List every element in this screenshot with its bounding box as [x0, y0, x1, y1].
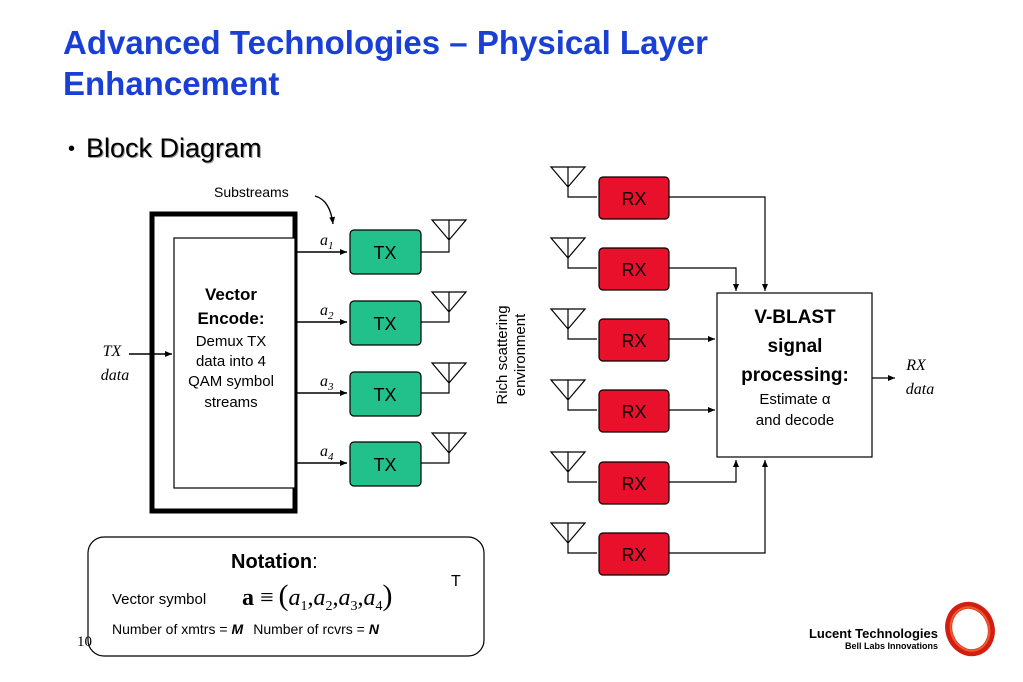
notation-vector-formula: a≡(a1,a2,a3,a4): [242, 579, 393, 614]
rx-antenna-icon-2: [549, 237, 587, 259]
alpha-label-1: a1: [320, 232, 334, 252]
slide-title-line2: Enhancement: [63, 65, 280, 102]
rx-block-2: [598, 247, 670, 291]
scattering-label: Rich scattering environment: [494, 305, 529, 404]
tx-data-label-2: data: [101, 367, 129, 384]
tx-data-label-1: TX: [103, 343, 123, 360]
rx-label-2: RX: [621, 260, 646, 280]
rx-branch-5: RX: [549, 451, 739, 505]
substreams-arrow: [314, 195, 336, 225]
encoder-title-1: Vector: [205, 285, 257, 304]
alpha-label-3: a3: [320, 373, 334, 393]
rx-branch-1: RX: [549, 166, 768, 291]
slide-title: Advanced Technologies – Physical Layer E…: [63, 22, 963, 104]
tx-branch-1: a1 TX: [295, 219, 468, 275]
vblast-box: [716, 292, 873, 458]
notation-vector-label: Vector symbol: [112, 591, 206, 608]
tx-block-3: [349, 371, 422, 417]
alpha-label-2: a2: [320, 302, 334, 322]
encoder-desc-4: streams: [204, 394, 257, 411]
tx-label-3: TX: [373, 385, 396, 405]
tx-branch-4: a4 TX: [295, 432, 468, 487]
bullet-dot-icon: •: [68, 138, 76, 161]
rx-label-5: RX: [621, 474, 646, 494]
rx-data-label-2: data: [906, 381, 934, 398]
tx-antenna-icon-4: [430, 432, 468, 454]
rx-label-6: RX: [621, 545, 646, 565]
rx-block-1: [598, 176, 670, 220]
rx-antenna-icon-3: [549, 308, 587, 330]
bullet-text: Block Diagram: [86, 133, 262, 163]
rx-block-3: [598, 318, 670, 362]
scattering-line-1: Rich scattering: [494, 305, 511, 404]
alpha-label-4: a4: [320, 443, 334, 463]
rx-branch-6: RX: [549, 460, 768, 576]
vblast-line-4: Estimate α: [759, 391, 831, 408]
encoder-title-2: Encode:: [197, 309, 264, 328]
tx-block-4: [349, 441, 422, 487]
tx-antenna-icon-3: [430, 362, 468, 384]
vblast-line-3: processing:: [741, 365, 849, 386]
substreams-label: Substreams: [214, 184, 289, 200]
tx-block-2: [349, 300, 422, 346]
notation-box: [87, 536, 485, 657]
rx-label-3: RX: [621, 331, 646, 351]
rx-data-label-1: RX: [905, 357, 927, 374]
scattering-line-2: environment: [512, 313, 529, 396]
tx-branch-3: a3 TX: [295, 362, 468, 417]
encoder-desc-2: data into 4: [196, 353, 266, 370]
tx-antenna-icon-1: [430, 219, 468, 241]
rx-block-5: [598, 461, 670, 505]
lucent-logo-icon: [945, 601, 995, 657]
page-number: 10: [77, 634, 92, 650]
tx-label-1: TX: [373, 243, 396, 263]
bullet-item: • Block Diagram: [68, 133, 262, 164]
notation-transpose: T: [451, 573, 461, 590]
rx-antenna-icon-4: [549, 379, 587, 401]
notation-heading: Notation:: [231, 551, 318, 573]
tx-label-2: TX: [373, 314, 396, 334]
rx-label-1: RX: [621, 189, 646, 209]
company-name: Lucent Technologies: [808, 626, 938, 641]
vblast-line-2: signal: [768, 336, 823, 357]
slide-title-line1: Advanced Technologies – Physical Layer: [63, 24, 708, 61]
encoder-inner-box: [173, 237, 296, 489]
vblast-line-1: V-BLAST: [754, 307, 836, 328]
rx-block-4: [598, 389, 670, 433]
rx-branch-3: RX: [549, 308, 715, 362]
encoder-desc-1: Demux TX: [196, 333, 267, 350]
encoder-desc-3: QAM symbol: [188, 373, 274, 390]
tx-label-4: TX: [373, 455, 396, 475]
rx-branch-2: RX: [549, 237, 739, 291]
rx-antenna-icon-5: [549, 451, 587, 473]
lucent-logo-text: Lucent Technologies Bell Labs Innovation…: [809, 626, 938, 651]
tx-branch-2: a2 TX: [295, 291, 468, 346]
rx-label-4: RX: [621, 402, 646, 422]
rx-block-6: [598, 532, 670, 576]
company-tagline: Bell Labs Innovations: [844, 641, 938, 651]
rx-antenna-icon-6: [549, 522, 587, 544]
rx-branch-4: RX: [549, 379, 715, 433]
tx-antenna-icon-2: [430, 291, 468, 313]
vblast-line-5: and decode: [756, 412, 834, 429]
rx-antenna-icon-1: [549, 166, 587, 188]
